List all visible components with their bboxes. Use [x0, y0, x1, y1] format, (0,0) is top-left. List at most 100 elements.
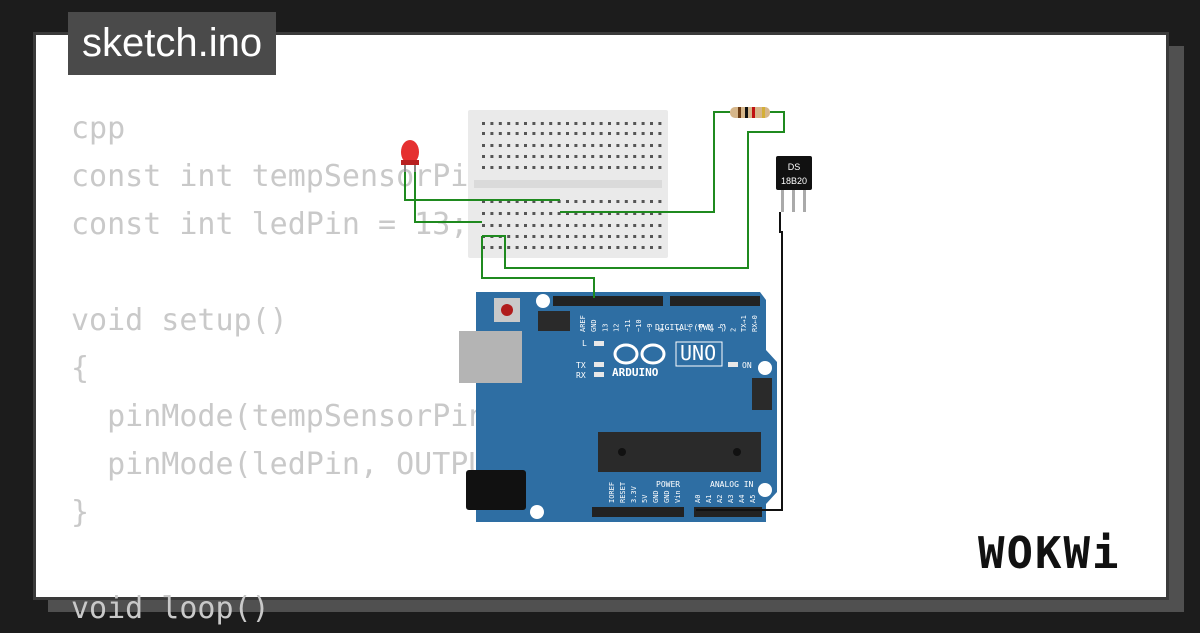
breadboard-hole — [507, 235, 511, 238]
breadboard-hole — [641, 246, 645, 249]
breadboard-hole — [591, 200, 595, 203]
analog-pin-label: A0 — [694, 495, 702, 503]
breadboard-hole — [498, 144, 502, 147]
breadboard-hole — [566, 224, 569, 227]
breadboard-hole — [498, 224, 502, 227]
breadboard-hole — [549, 155, 553, 158]
breadboard-hole — [582, 144, 586, 147]
breadboard-hole — [566, 200, 569, 203]
breadboard-hole — [641, 155, 645, 158]
digital-pin-label: 4 — [708, 328, 716, 332]
breadboard-hole — [515, 155, 519, 158]
power-pin-label: GND — [663, 490, 671, 503]
breadboard-hole — [557, 224, 561, 227]
analog-pin-label: A2 — [716, 495, 724, 503]
model-label: UNO — [680, 341, 716, 365]
breadboard-hole — [482, 132, 485, 135]
breadboard-hole — [532, 200, 536, 203]
breadboard-hole — [641, 132, 645, 135]
breadboard-hole — [608, 155, 611, 158]
breadboard-hole — [650, 235, 653, 238]
rx-label: RX — [576, 371, 586, 380]
code-line: } — [71, 495, 90, 530]
breadboard-hole — [591, 235, 595, 238]
breadboard-hole — [549, 144, 553, 147]
breadboard-hole — [532, 224, 536, 227]
breadboard-hole — [524, 132, 527, 135]
breadboard-hole — [507, 212, 511, 215]
breadboard-hole — [658, 166, 662, 169]
breadboard-hole — [650, 132, 653, 135]
breadboard-hole — [633, 246, 637, 249]
breadboard-hole — [658, 235, 662, 238]
tx-label: TX — [576, 361, 586, 370]
l-label: L — [582, 339, 587, 348]
breadboard-hole — [599, 200, 603, 203]
analog-label: ANALOG IN — [710, 480, 754, 489]
breadboard-hole — [507, 246, 511, 249]
breadboard-hole — [515, 246, 519, 249]
breadboard-hole — [549, 166, 553, 169]
breadboard-hole — [515, 166, 519, 169]
sketch-title[interactable]: sketch.ino — [68, 12, 277, 75]
breadboard-hole — [591, 144, 595, 147]
breadboard-hole — [650, 122, 653, 125]
breadboard-hole — [540, 155, 544, 158]
breadboard-hole — [524, 200, 527, 203]
breadboard-hole — [591, 224, 595, 227]
breadboard-hole — [616, 246, 620, 249]
breadboard-hole — [624, 235, 628, 238]
resistor[interactable] — [730, 107, 770, 118]
breadboard-hole — [557, 235, 561, 238]
breadboard-hole — [574, 200, 578, 203]
temperature-sensor[interactable]: DS 18B20 — [776, 156, 812, 212]
breadboard-hole — [498, 132, 502, 135]
breadboard-hole — [524, 224, 527, 227]
digital-pin-label: 8 — [657, 328, 665, 332]
breadboard-hole — [650, 155, 653, 158]
breadboard-hole — [549, 122, 553, 125]
breadboard-hole — [616, 122, 620, 125]
breadboard-hole — [624, 122, 628, 125]
breadboard-hole — [524, 212, 527, 215]
breadboard-hole — [532, 212, 536, 215]
breadboard-hole — [498, 155, 502, 158]
breadboard-hole — [582, 166, 586, 169]
power-pin-label: RESET — [619, 481, 627, 503]
red-led[interactable] — [401, 140, 419, 172]
breadboard-hole — [498, 166, 502, 169]
digital-header-1 — [553, 296, 663, 306]
breadboard-hole — [658, 246, 662, 249]
breadboard-hole — [599, 122, 603, 125]
breadboard-hole — [616, 132, 620, 135]
breadboard-hole — [566, 144, 569, 147]
breadboard-hole — [540, 212, 544, 215]
power-pin-label: Vin — [674, 490, 682, 503]
breadboard-hole — [616, 166, 620, 169]
breadboard-hole — [515, 144, 519, 147]
breadboard[interactable] — [468, 110, 668, 258]
breadboard-hole — [524, 166, 527, 169]
arduino-uno-board[interactable]: DIGITAL (PWM ~) ARDUINO UNO ON L TX RX P… — [459, 292, 777, 522]
breadboard-hole — [658, 155, 662, 158]
sensor-wire — [696, 212, 783, 511]
breadboard-hole — [582, 235, 586, 238]
breadboard-hole — [490, 166, 494, 169]
breadboard-hole — [507, 200, 511, 203]
breadboard-hole — [498, 200, 502, 203]
breadboard-hole — [549, 224, 553, 227]
digital-label: DIGITAL (PWM ~) — [655, 323, 727, 332]
digital-pin-label: ~9 — [646, 324, 654, 332]
breadboard-hole — [616, 144, 620, 147]
breadboard-hole — [616, 235, 620, 238]
breadboard-hole — [633, 166, 637, 169]
breadboard-hole — [557, 132, 561, 135]
breadboard-hole — [616, 155, 620, 158]
breadboard-hole — [650, 224, 653, 227]
breadboard-hole — [524, 155, 527, 158]
breadboard-hole — [624, 200, 628, 203]
analog-pin-label: A1 — [705, 495, 713, 503]
breadboard-hole — [524, 144, 527, 147]
breadboard-hole — [515, 235, 519, 238]
code-line: { — [71, 351, 90, 386]
